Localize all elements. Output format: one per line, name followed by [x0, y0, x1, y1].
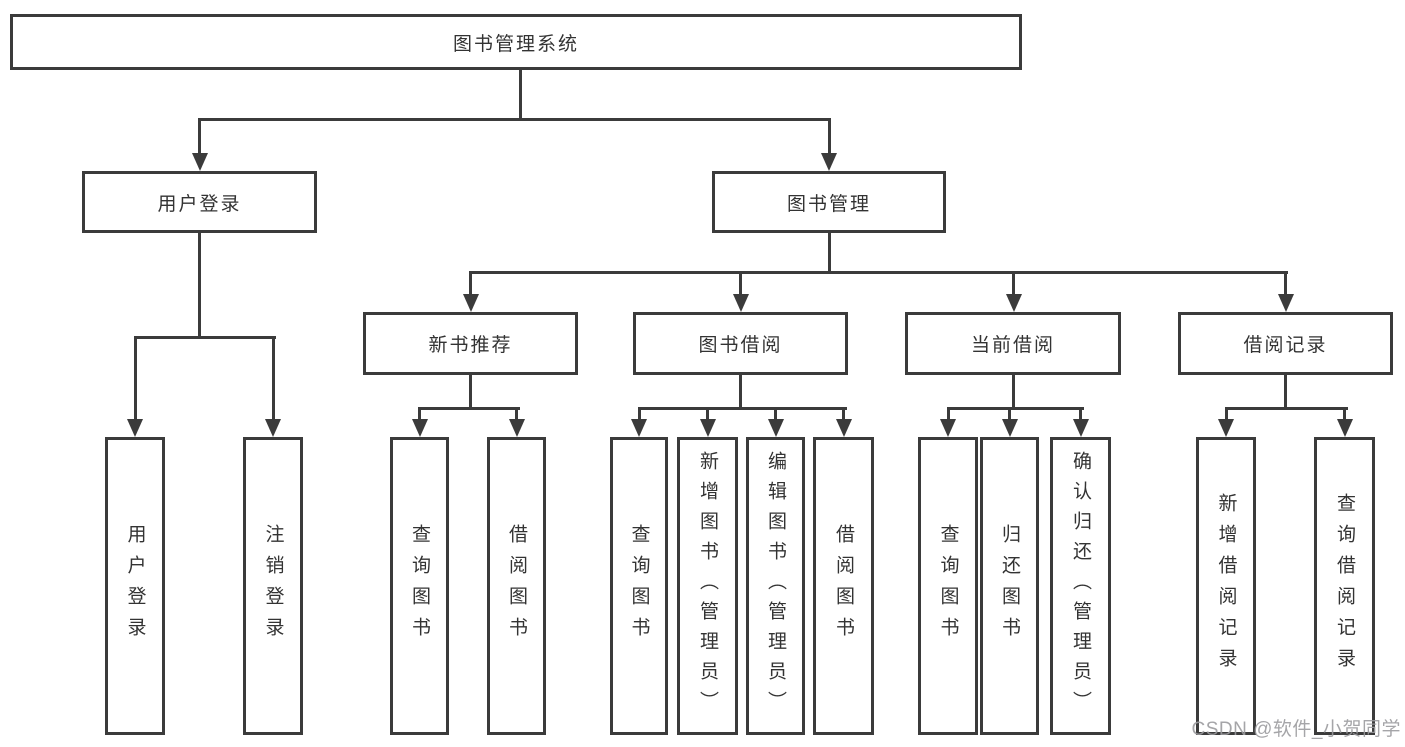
connector-borrow-stub: [739, 372, 742, 410]
leaf-logout-login: 注销登录: [243, 437, 303, 735]
leaf-edit-books-admin: 编辑图书（管理员）: [746, 437, 805, 735]
connector-drop: [469, 273, 472, 296]
connector-recommend-stub: [469, 372, 472, 410]
arrow-down-icon: [411, 419, 428, 437]
connector-drop: [198, 120, 201, 155]
arrow-down-icon: [631, 419, 647, 437]
leaf-confirm-return-admin: 确认归还（管理员）: [1050, 437, 1111, 735]
leaf-query-books-recommend: 查询图书: [390, 437, 449, 735]
connector-rail-record: [1224, 407, 1348, 410]
node-user-login: 用户登录: [82, 171, 317, 233]
connector-user-login-stub: [198, 230, 201, 339]
connector-drop: [842, 409, 845, 421]
node-borrow-record: 借阅记录: [1178, 312, 1393, 375]
connector-drop: [1012, 273, 1015, 296]
connector-drop: [1008, 409, 1011, 421]
connector-drop: [946, 409, 950, 421]
arrow-down-icon: [821, 153, 837, 171]
arrow-down-icon: [265, 419, 281, 437]
connector-drop: [739, 273, 742, 296]
connector-drop: [1284, 273, 1287, 296]
node-book-borrow: 图书借阅: [633, 312, 848, 375]
arrow-down-icon: [127, 419, 143, 437]
connector-rail-level2: [198, 118, 831, 121]
connector-current-stub: [1012, 372, 1015, 410]
connector-drop: [1079, 409, 1082, 421]
arrow-down-icon: [508, 419, 525, 437]
connector-drop: [1224, 409, 1228, 421]
connector-book-management-stub: [827, 230, 831, 274]
arrow-down-icon: [767, 419, 784, 437]
arrow-down-icon: [1218, 419, 1234, 437]
connector-drop: [637, 409, 641, 421]
leaf-query-books-current: 查询图书: [918, 437, 978, 735]
leaf-add-borrow-record: 新增借阅记录: [1196, 437, 1256, 735]
leaf-borrow-books: 借阅图书: [813, 437, 874, 735]
connector-drop: [515, 409, 518, 421]
connector-rail-login: [133, 336, 276, 339]
connector-drop: [706, 409, 709, 421]
connector-drop: [133, 338, 137, 421]
connector-drop: [1343, 409, 1346, 421]
node-book-management: 图书管理: [712, 171, 946, 233]
csdn-watermark: CSDN @软件_小贺同学: [1191, 719, 1401, 740]
arrow-down-icon: [1005, 294, 1022, 312]
arrow-down-icon: [191, 153, 208, 171]
leaf-borrow-books-recommend: 借阅图书: [487, 437, 546, 735]
connector-rail-current: [946, 407, 1084, 410]
arrow-down-icon: [835, 419, 852, 437]
leaf-return-books: 归还图书: [980, 437, 1039, 735]
connector-drop: [774, 409, 777, 421]
connector-drop: [418, 409, 421, 421]
arrow-down-icon: [1277, 294, 1294, 312]
leaf-query-borrow-record: 查询借阅记录: [1314, 437, 1375, 735]
arrow-down-icon: [1336, 419, 1353, 437]
connector-rail-recommend: [418, 407, 520, 410]
leaf-user-login: 用户登录: [105, 437, 165, 735]
connector-rail-borrow: [637, 407, 847, 410]
connector-drop: [271, 338, 275, 421]
connector-root-stub: [518, 67, 522, 121]
node-library-system: 图书管理系统: [10, 14, 1022, 70]
leaf-query-books-borrow: 查询图书: [610, 437, 668, 735]
arrow-down-icon: [462, 294, 479, 312]
arrow-down-icon: [699, 419, 716, 437]
connector-record-stub: [1284, 372, 1287, 410]
arrow-down-icon: [1001, 419, 1018, 437]
leaf-add-books-admin: 新增图书（管理员）: [677, 437, 738, 735]
node-current-borrow: 当前借阅: [905, 312, 1121, 375]
node-new-book-recommend: 新书推荐: [363, 312, 578, 375]
arrow-down-icon: [1072, 419, 1089, 437]
arrow-down-icon: [732, 294, 749, 312]
arrow-down-icon: [940, 419, 956, 437]
connector-drop: [827, 120, 831, 155]
connector-rail-level3: [469, 271, 1288, 274]
